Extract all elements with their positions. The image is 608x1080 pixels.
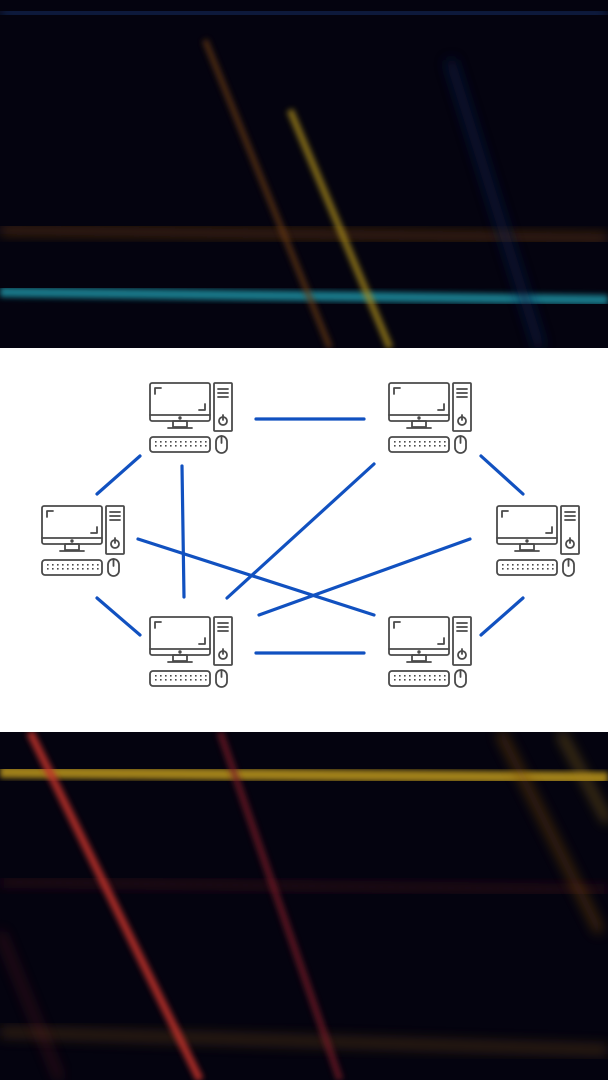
pc-top-right-desktop-computer-icon xyxy=(388,382,472,454)
network-diagram-panel xyxy=(0,348,608,732)
light-streaks-top xyxy=(0,0,608,348)
link-pc-middle-right-to-pc-bottom-right xyxy=(479,596,525,637)
pc-bottom-left-desktop-computer-icon xyxy=(149,616,233,688)
light-streaks-bottom xyxy=(0,732,608,1080)
network-nodes xyxy=(41,382,580,688)
mesh-network-diagram xyxy=(41,382,580,688)
link-pc-top-left-to-pc-middle-left xyxy=(95,454,142,496)
link-pc-middle-left-to-pc-bottom-left xyxy=(95,596,142,637)
background-bottom xyxy=(0,732,608,1080)
pc-top-left-desktop-computer-icon xyxy=(149,382,233,454)
network-links xyxy=(95,417,525,655)
pc-bottom-right-desktop-computer-icon xyxy=(388,616,472,688)
link-pc-middle-left-to-pc-bottom-right xyxy=(136,537,376,617)
link-pc-top-right-to-pc-bottom-left xyxy=(225,462,376,600)
pc-middle-right-desktop-computer-icon xyxy=(496,505,580,577)
link-pc-top-left-to-pc-bottom-left xyxy=(180,464,186,599)
link-pc-top-right-to-pc-middle-right xyxy=(479,454,525,496)
background-top xyxy=(0,0,608,348)
pc-middle-left-desktop-computer-icon xyxy=(41,505,125,577)
link-pc-middle-right-to-pc-bottom-left xyxy=(257,537,472,617)
